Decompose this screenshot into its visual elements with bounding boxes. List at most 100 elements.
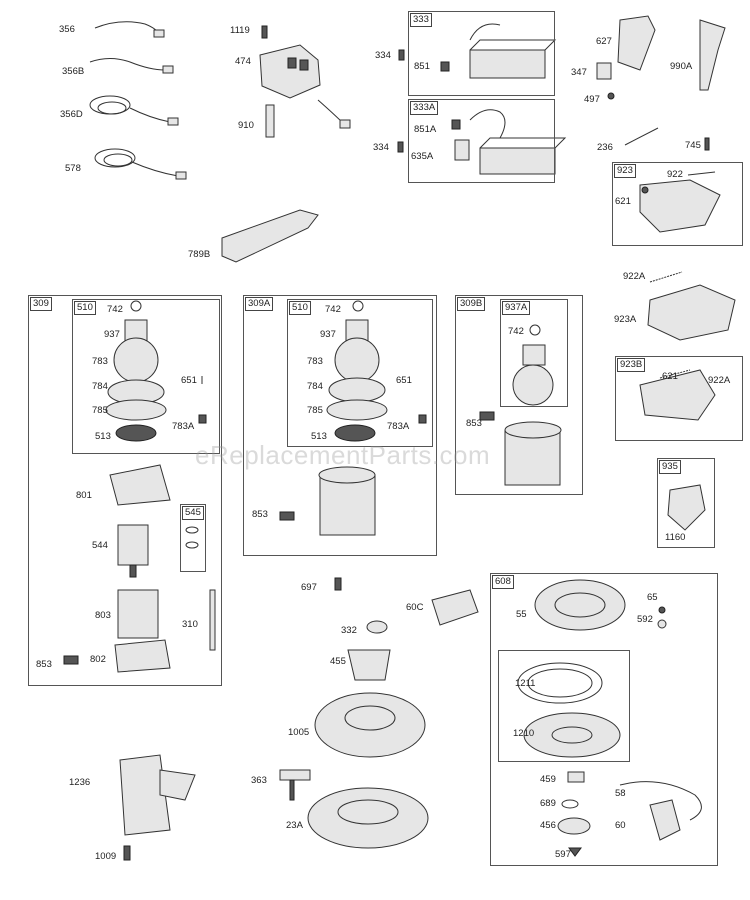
part-label: 697 xyxy=(301,582,317,593)
group-309b-box xyxy=(455,295,583,495)
part-label: 783 xyxy=(92,356,108,367)
part-label: 1119 xyxy=(230,25,250,36)
part-label: 783 xyxy=(307,356,323,367)
wire-harness-356 xyxy=(94,21,165,38)
group-935-tag: 935 xyxy=(659,460,681,474)
part-label: 783A xyxy=(172,421,195,432)
link-236 xyxy=(624,127,659,146)
watermark: eReplacementParts.com xyxy=(195,440,491,470)
switch-347 xyxy=(596,62,612,80)
group-608-inner-box xyxy=(498,650,630,762)
group-309-tag: 309 xyxy=(30,297,52,311)
part-label: 578 xyxy=(65,163,81,174)
group-309b-tag: 309B xyxy=(457,297,486,311)
part-label: 803 xyxy=(95,610,111,621)
part-label: 456 xyxy=(540,820,556,831)
cup-455 xyxy=(347,649,391,681)
group-545-box xyxy=(180,504,206,572)
guard-60c xyxy=(431,589,479,626)
group-510-tag: 510 xyxy=(74,301,96,315)
part-label: 742 xyxy=(325,304,341,315)
group-937a-tag: 937A xyxy=(502,301,531,315)
part-label: 627 xyxy=(596,36,612,47)
group-510b-tag: 510 xyxy=(289,301,311,315)
group-608-box xyxy=(490,573,718,866)
group-923b-tag: 923B xyxy=(617,358,646,372)
part-label: 60 xyxy=(615,820,626,831)
armature-333a-drawing xyxy=(397,109,567,175)
group-309-box xyxy=(28,295,222,686)
part-label: 497 xyxy=(584,94,600,105)
part-label: 356B xyxy=(62,66,85,77)
part-label: 990A xyxy=(670,61,693,72)
rewind-starter-608-drawing xyxy=(517,579,702,857)
part-label: 635A xyxy=(411,151,434,162)
part-label: 592 xyxy=(637,614,653,625)
fan-23a xyxy=(307,787,429,849)
part-label: 332 xyxy=(341,625,357,636)
bracket-627 xyxy=(617,15,656,71)
part-label: 745 xyxy=(685,140,701,151)
nut-497 xyxy=(607,92,615,100)
group-935-box xyxy=(657,458,715,548)
wire-harness-356d xyxy=(89,95,179,126)
starter-309-drawing xyxy=(63,300,216,673)
part-label: 597 xyxy=(555,849,571,860)
part-label: 513 xyxy=(95,431,111,442)
screw-1119 xyxy=(261,25,268,39)
bolt-745 xyxy=(704,137,710,151)
part-label: 1009 xyxy=(95,851,117,862)
part-label: 1211 xyxy=(515,678,536,689)
part-label: 785 xyxy=(307,405,323,416)
key-990a xyxy=(699,19,726,91)
part-label: 356D xyxy=(60,109,83,120)
part-label: 236 xyxy=(597,142,613,153)
part-label: 922 xyxy=(667,169,683,180)
part-label: 651 xyxy=(181,375,197,386)
part-label: 1005 xyxy=(288,727,310,738)
group-333-tag: 333 xyxy=(410,13,432,27)
part-label: 621 xyxy=(615,196,631,207)
group-309a-tag: 309A xyxy=(245,297,274,311)
part-label: 802 xyxy=(90,654,106,665)
group-333a-tag: 333A xyxy=(410,101,439,115)
group-608-tag: 608 xyxy=(492,575,514,589)
part-label: 474 xyxy=(235,56,251,67)
starter-309a-drawing xyxy=(279,300,427,536)
part-label: 651 xyxy=(396,375,412,386)
ignition-module-474 xyxy=(259,44,351,129)
wire-harness-356b xyxy=(89,58,174,74)
part-label: 544 xyxy=(92,540,108,551)
starter-309b-drawing xyxy=(479,324,562,486)
part-label: 801 xyxy=(76,490,92,501)
part-label: 334 xyxy=(375,50,391,61)
part-label: 58 xyxy=(615,788,626,799)
part-label: 455 xyxy=(330,656,346,667)
part-label: 785 xyxy=(92,405,108,416)
nut-332 xyxy=(366,620,388,634)
group-923-box xyxy=(612,162,743,246)
part-label: 784 xyxy=(307,381,323,392)
bolt-910 xyxy=(265,104,275,138)
part-label: 853 xyxy=(466,418,482,429)
part-label: 923A xyxy=(614,314,637,325)
group-937a-box xyxy=(500,299,568,407)
group-309a-box xyxy=(243,295,437,556)
part-label: 55 xyxy=(516,609,527,620)
bracket-363 xyxy=(279,769,311,801)
group-333a-box xyxy=(408,99,555,183)
key-697 xyxy=(334,577,342,591)
part-label: 922A xyxy=(708,375,731,386)
part-label: 65 xyxy=(647,592,658,603)
control-923b-drawing xyxy=(639,369,716,421)
part-label: 784 xyxy=(92,381,108,392)
part-label: 310 xyxy=(182,619,198,630)
part-label: 347 xyxy=(571,67,587,78)
part-label: 363 xyxy=(251,775,267,786)
part-label: 334 xyxy=(373,142,389,153)
part-label: 1210 xyxy=(513,728,535,739)
part-label: 853 xyxy=(252,509,268,520)
part-label: 922A xyxy=(623,271,646,282)
part-label: 851 xyxy=(414,61,430,72)
group-333-box xyxy=(408,11,555,96)
